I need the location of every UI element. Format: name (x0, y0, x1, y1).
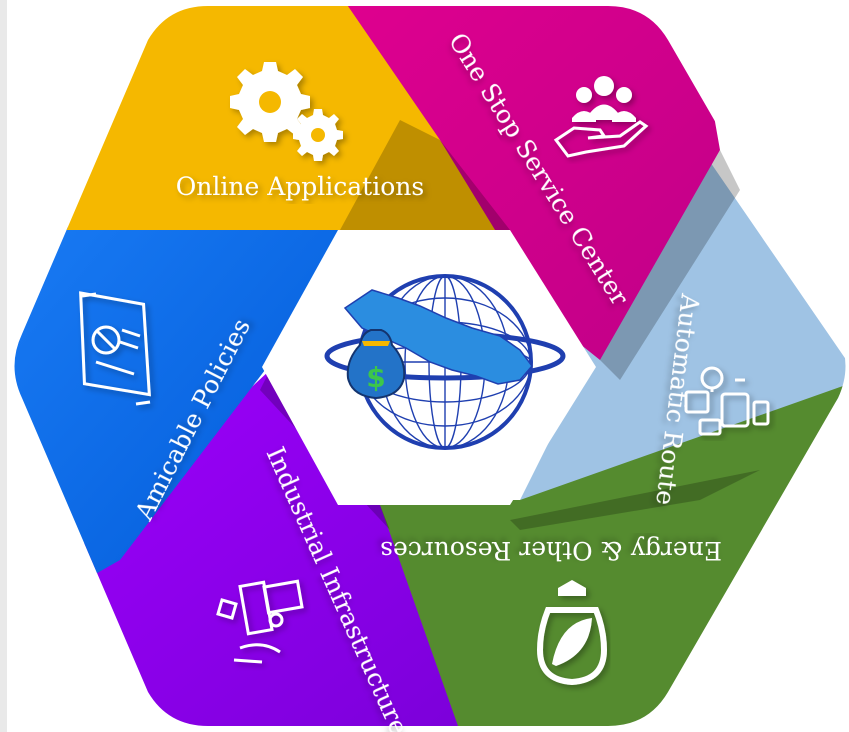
segment-label-energy-resources: Energy & Other Resources (380, 536, 722, 565)
people-hand-icon (553, 76, 649, 158)
workflow-devices-icon (684, 366, 770, 436)
leaf-bulb-icon (536, 580, 608, 686)
segment-one-stop-service-center (330, 6, 720, 360)
segment-label-online-applications: Online Applications (176, 172, 424, 201)
segment-automatic-route (510, 60, 846, 520)
nepal-globe-money-icon: $ (324, 276, 566, 448)
left-border (0, 0, 7, 732)
factory-icon (216, 579, 304, 664)
policy-scroll-icon (79, 291, 151, 406)
gears-icon (230, 62, 343, 161)
svg-text:$: $ (366, 361, 385, 394)
